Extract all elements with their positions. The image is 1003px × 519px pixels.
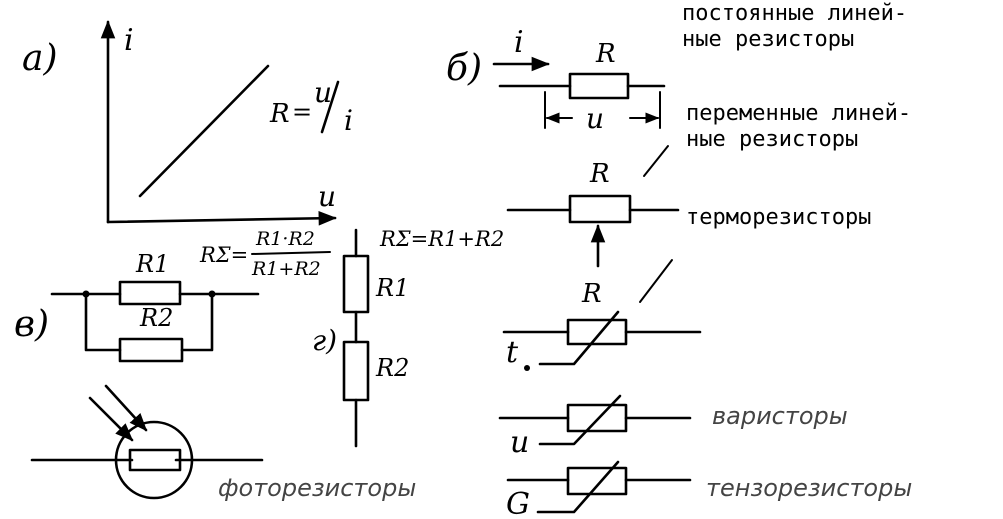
panel-a: а) i u R = u i xyxy=(22,20,353,226)
tenzo-body xyxy=(566,466,628,496)
series-r1-body xyxy=(342,254,370,314)
varistor-u-label: u xyxy=(510,425,529,460)
light-ray-1 xyxy=(88,396,134,442)
tenzo-label: тензорезисторы xyxy=(706,474,912,502)
linear-characteristic xyxy=(138,64,270,198)
par-r1-label: R1 xyxy=(135,250,169,278)
formula-r: R xyxy=(269,99,290,129)
panel-a-label: а) xyxy=(22,38,58,79)
voltage-label: u xyxy=(586,102,604,135)
resistor-symbol xyxy=(568,72,630,100)
par-formula-lhs: RΣ= xyxy=(199,243,248,267)
tenzo-slash xyxy=(536,460,620,514)
variable-r-label: R xyxy=(589,159,610,189)
constant-line-2: ные резисторы xyxy=(682,27,854,52)
thermo-body xyxy=(566,318,628,346)
panel-v: в) R1 R2 RΣ= R1·R2 R1+R2 xyxy=(14,228,331,363)
x-axis xyxy=(106,211,337,226)
varistor-body xyxy=(566,403,628,433)
formula-slash xyxy=(320,80,340,134)
variable-line-1: переменные линей- xyxy=(686,101,911,126)
thermo-slash xyxy=(538,310,620,366)
formula-eq: = xyxy=(292,98,312,126)
par-r2-label: R2 xyxy=(139,304,173,332)
current-label: i xyxy=(514,25,524,60)
panel-b-label: б) xyxy=(446,48,482,89)
panel-v-label: в) xyxy=(14,304,49,345)
par-wire-left-down xyxy=(84,292,122,352)
variable-line-2: ные резисторы xyxy=(686,127,858,152)
varistor: u xyxy=(498,394,692,460)
thermo-t-subscript xyxy=(524,365,530,371)
series-formula: RΣ=R1+R2 xyxy=(379,227,504,251)
photo-body xyxy=(128,448,182,472)
thermo-t-label: t xyxy=(506,335,519,370)
series-r2-label: R2 xyxy=(375,354,409,382)
pointer-variable xyxy=(643,145,669,177)
varistor-label: варисторы xyxy=(712,402,848,430)
formula-i: i xyxy=(344,104,353,137)
light-ray-2 xyxy=(104,384,148,432)
right-list: постоянные линей- ные резисторы переменн… xyxy=(639,1,912,502)
photoresistor: фоторезисторы xyxy=(30,384,416,502)
photo-label: фоторезисторы xyxy=(218,474,416,502)
par-formula-den: R1+R2 xyxy=(251,258,321,280)
par-wire-right-down xyxy=(180,292,214,352)
par-formula-bar xyxy=(251,251,331,255)
pointer-thermo xyxy=(639,259,673,303)
panel-g: г) RΣ=R1+R2 R1 R2 xyxy=(312,227,504,448)
varistor-slash xyxy=(538,394,622,446)
thermo-r-label: R xyxy=(581,279,602,309)
series-r1-label: R1 xyxy=(375,274,409,302)
resistor-label: R xyxy=(595,39,616,69)
axis-label-u: u xyxy=(318,180,336,213)
panel-g-label: г) xyxy=(312,324,337,357)
tenzoresistor: G xyxy=(506,460,692,519)
par-formula-num: R1·R2 xyxy=(255,228,315,250)
tenzo-g-label: G xyxy=(506,487,530,519)
axis-label-i: i xyxy=(124,23,134,58)
par-r1-body xyxy=(118,280,182,306)
var-resistor-body xyxy=(568,194,632,224)
formula-u: u xyxy=(314,76,332,109)
thermistor: R t xyxy=(502,279,702,371)
series-r2-body xyxy=(342,340,370,402)
panel-b: б) i R u xyxy=(446,25,666,135)
constant-line-1: постоянные линей- xyxy=(682,1,907,26)
variable-resistor: R xyxy=(506,159,680,268)
par-r2-body xyxy=(118,337,184,363)
thermo-label: терморезисторы xyxy=(686,205,871,230)
